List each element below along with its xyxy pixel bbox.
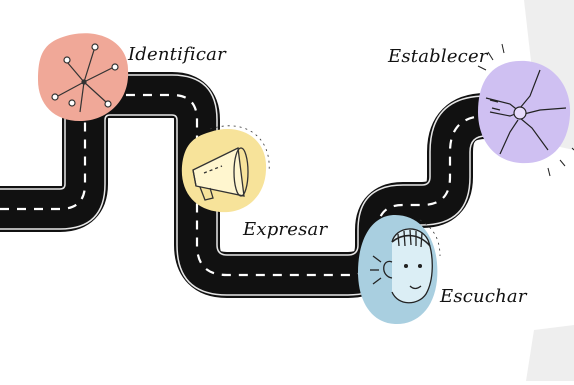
corner-shade-bottom [526, 325, 574, 381]
step-label-escuchar: Escuchar [440, 286, 527, 307]
road-edge [0, 95, 560, 275]
step-label-establecer: Establecer [388, 46, 488, 67]
step-label-identificar: Identificar [128, 44, 226, 65]
step-label-expresar: Expresar [243, 219, 327, 240]
escuchar-marker [358, 215, 440, 324]
